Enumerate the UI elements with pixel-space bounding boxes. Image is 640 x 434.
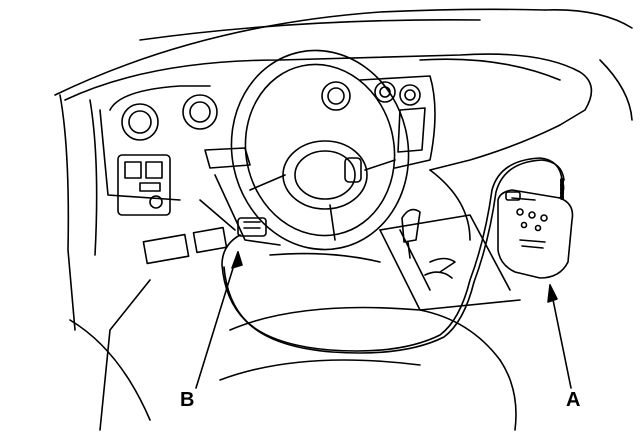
- leader-line-a: [549, 284, 572, 389]
- callout-label-b: B: [180, 389, 195, 411]
- center-console: [379, 208, 521, 311]
- steering-column: [142, 147, 281, 265]
- left-switch-panel: [59, 94, 171, 331]
- instrument-cluster: [99, 85, 218, 201]
- arrowhead-a: [547, 284, 558, 303]
- dashboard-outline: [64, 53, 633, 241]
- callout-leaders: [195, 251, 572, 389]
- arrowhead-b: [231, 251, 243, 269]
- callout-label-a: A: [566, 389, 581, 411]
- coiled-cable: [221, 157, 565, 354]
- seats: [69, 252, 517, 431]
- center-gauges: [321, 75, 436, 169]
- dlc-connector: [237, 217, 267, 237]
- windshield-edge: [54, 8, 633, 96]
- leader-line-b: [195, 251, 239, 389]
